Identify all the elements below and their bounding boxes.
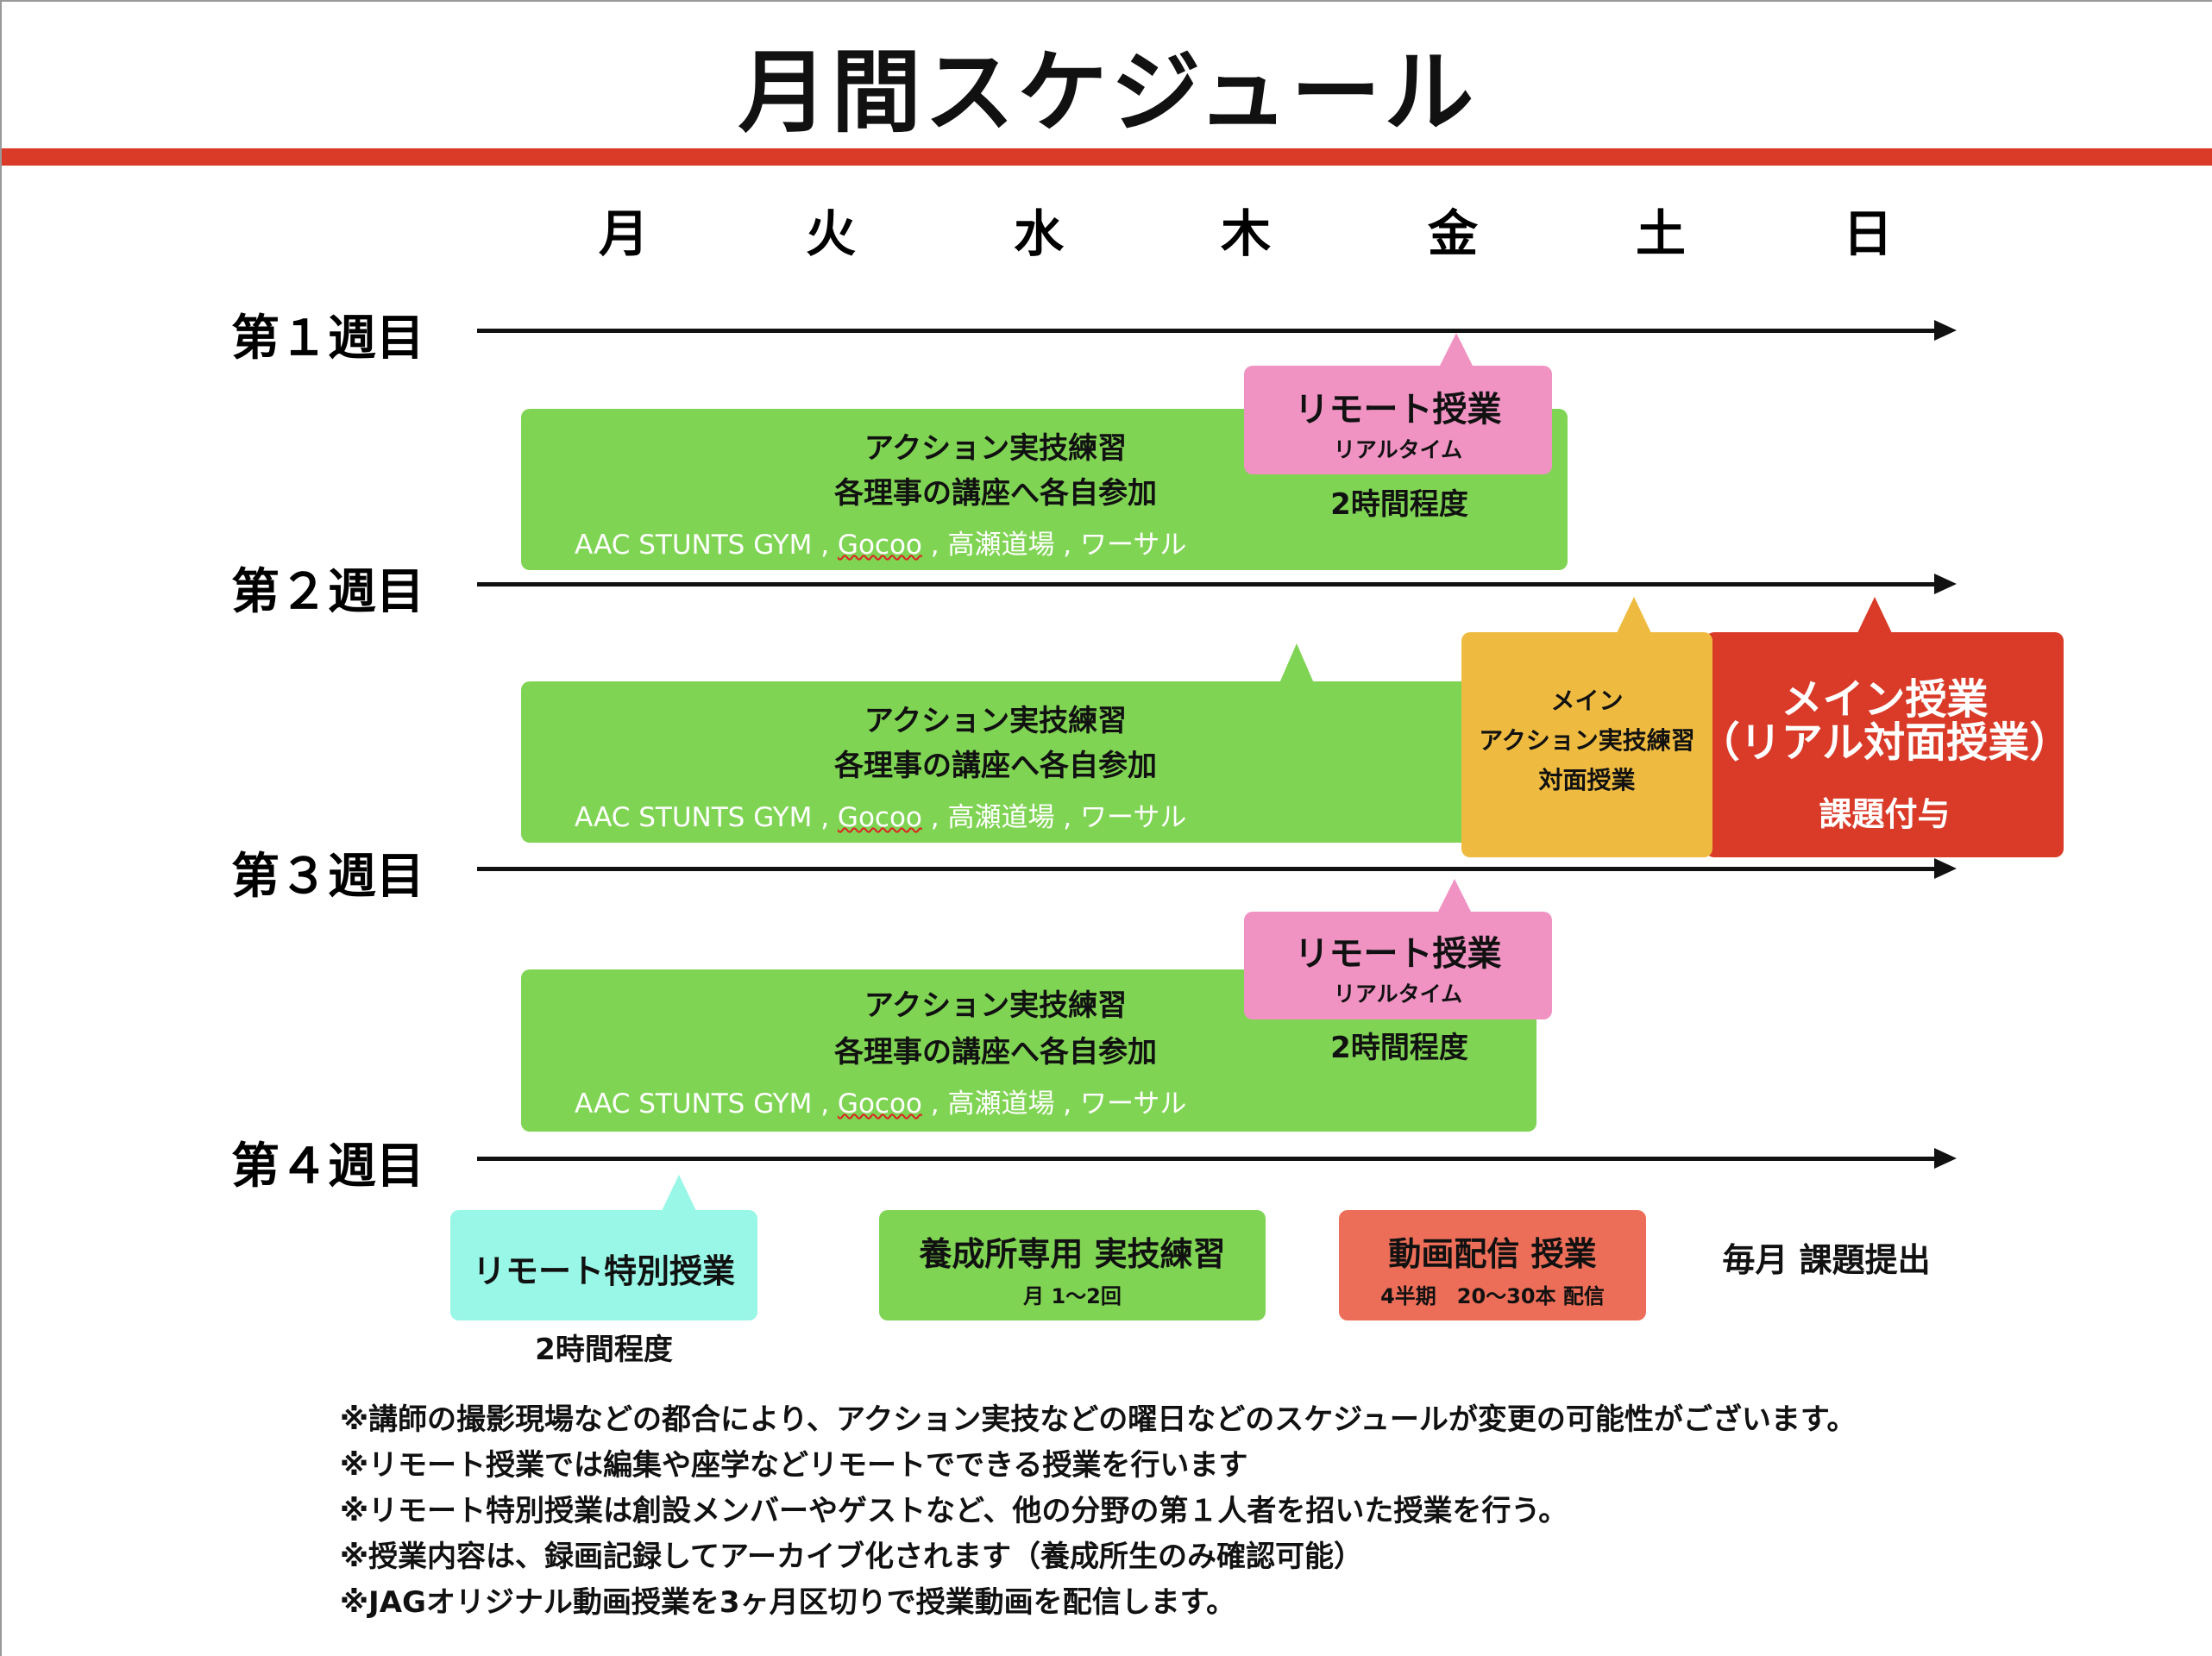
practice-venues: AAC STUNTS GYM , Gocoo , 高瀬道場 , ワーサル <box>575 1082 1186 1120</box>
video-class-block: 動画配信 授業 4半期 20〜30本 配信 <box>1339 1210 1646 1320</box>
main-action-title: メイン <box>1550 687 1624 715</box>
practice-subtitle: 各理事の講座へ各自参加 <box>834 749 1157 783</box>
remote-duration: 2時間程度 <box>1330 1031 1468 1065</box>
day-thu: 木 <box>1220 204 1271 263</box>
video-frequency: 4半期 20〜30本 配信 <box>1380 1284 1605 1308</box>
practice-title: アクション実技練習 <box>864 988 1128 1023</box>
main-action-type: 対面授業 <box>1538 766 1636 794</box>
assignment-text: 課題付与 <box>1819 795 1951 833</box>
trainee-practice-block: 養成所専用 実技練習 月 1〜2回 <box>879 1210 1266 1320</box>
practice-venues: AAC STUNTS GYM , Gocoo , 高瀬道場 , ワーサル <box>575 523 1186 561</box>
note-3: ※リモート特別授業は創設メンバーやゲストなど、他の分野の第１人者を招いた授業を行… <box>340 1494 1568 1528</box>
remote-title: リモート授業 <box>1294 934 1502 974</box>
day-tue: 火 <box>805 204 856 263</box>
week-4-arrow-line <box>477 1157 1944 1161</box>
callout-pointer <box>1857 597 1892 633</box>
note-1: ※講師の撮影現場などの都合により、アクション実技などの曜日などのスケジュールが変… <box>340 1402 1857 1437</box>
callout-pointer <box>662 1175 696 1211</box>
trainee-title: 養成所専用 実技練習 <box>919 1235 1226 1273</box>
trainee-frequency: 月 1〜2回 <box>1023 1284 1122 1308</box>
week-4-label: 第４週目 <box>231 1138 424 1195</box>
arrow-right-icon <box>1934 320 1957 341</box>
callout-pointer <box>1617 597 1651 633</box>
venue-gocoo: Gocoo <box>837 1088 922 1120</box>
main-class-title: メイン授業 <box>1781 675 1989 724</box>
remote-special-duration: 2時間程度 <box>535 1333 673 1367</box>
day-sun: 日 <box>1842 204 1893 263</box>
remote-class-week1: リモート授業 リアルタイム <box>1244 366 1552 474</box>
callout-pointer <box>1437 879 1472 913</box>
remote-sub: リアルタイム <box>1333 982 1463 1007</box>
practice-title: アクション実技練習 <box>864 431 1128 466</box>
callout-pointer <box>1439 333 1474 367</box>
remote-special-title: リモート特別授業 <box>472 1252 735 1290</box>
week-1-arrow-line <box>477 329 1944 333</box>
venue-text: AAC STUNTS GYM , <box>575 1088 838 1120</box>
video-title: 動画配信 授業 <box>1388 1235 1597 1273</box>
title-divider <box>2 148 2212 166</box>
main-action-subtitle: アクション実技練習 <box>1479 726 1695 755</box>
practice-block-week2: アクション実技練習 各理事の講座へ各自参加 AAC STUNTS GYM , G… <box>521 681 1479 843</box>
week-3-label: 第３週目 <box>231 849 424 905</box>
day-fri: 金 <box>1427 204 1478 263</box>
note-4: ※授業内容は、録画記録してアーカイブ化されます（養成所生のみ確認可能） <box>340 1540 1363 1574</box>
note-5: ※JAGオリジナル動画授業を3ヶ月区切りで授業動画を配信します。 <box>340 1585 1236 1620</box>
venue-gocoo: Gocoo <box>837 530 922 561</box>
remote-sub: リアルタイム <box>1333 437 1463 462</box>
arrow-right-icon <box>1934 858 1957 879</box>
practice-venues: AAC STUNTS GYM , Gocoo , 高瀬道場 , ワーサル <box>575 795 1186 834</box>
remote-title: リモート授業 <box>1294 390 1502 430</box>
arrow-right-icon <box>1934 574 1957 594</box>
remote-special-block: リモート特別授業 <box>450 1210 757 1320</box>
page-title: 月間スケジュール <box>738 40 1478 145</box>
venue-text: AAC STUNTS GYM , <box>575 802 838 833</box>
day-sat: 土 <box>1635 204 1686 263</box>
day-wed: 水 <box>1013 204 1064 263</box>
remote-class-week3: リモート授業 リアルタイム <box>1244 912 1552 1019</box>
venue-text: AAC STUNTS GYM , <box>575 530 838 561</box>
venue-text: , 高瀬道場 , ワーサル <box>921 530 1187 561</box>
main-action-block: メイン アクション実技練習 対面授業 <box>1461 632 1712 857</box>
week-2-arrow-line <box>477 582 1944 586</box>
venue-text: , 高瀬道場 , ワーサル <box>921 802 1187 833</box>
main-class-block: メイン授業 （リアル対面授業） 課題付与 <box>1699 632 2071 857</box>
practice-subtitle: 各理事の講座へ各自参加 <box>834 1035 1157 1070</box>
week-2-label: 第２週目 <box>231 564 424 620</box>
monthly-assignment: 毎月 課題提出 <box>1722 1241 1931 1279</box>
main-class-subtitle: （リアル対面授業） <box>1698 718 2071 767</box>
week-1-label: 第１週目 <box>231 310 424 367</box>
remote-duration: 2時間程度 <box>1330 487 1468 522</box>
note-2: ※リモート授業では編集や座学などリモートでできる授業を行います <box>340 1448 1248 1483</box>
callout-pointer <box>1279 643 1314 683</box>
venue-gocoo: Gocoo <box>837 802 922 833</box>
week-3-arrow-line <box>477 867 1944 871</box>
arrow-right-icon <box>1934 1148 1957 1169</box>
practice-subtitle: 各理事の講座へ各自参加 <box>834 476 1157 511</box>
practice-title: アクション実技練習 <box>864 704 1128 738</box>
venue-text: , 高瀬道場 , ワーサル <box>921 1088 1187 1120</box>
day-mon: 月 <box>598 204 649 263</box>
